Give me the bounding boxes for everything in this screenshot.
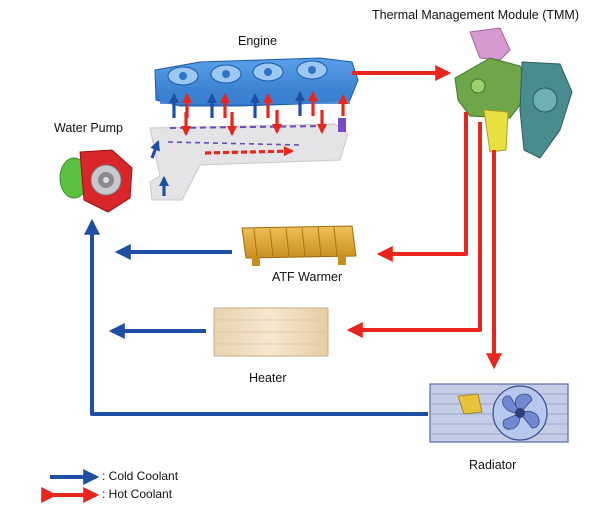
radiator-to-pump-arrow <box>84 218 428 416</box>
atf-warmer-label: ATF Warmer <box>272 270 343 284</box>
tmm-illustration <box>454 27 573 159</box>
atf-warmer-illustration <box>241 225 357 266</box>
engine-internal-flow <box>150 90 349 196</box>
engine-label: Engine <box>238 34 277 48</box>
tmm-label: Thermal Management Module (TMM) <box>372 8 580 22</box>
tmm-to-heater-arrow <box>346 122 482 338</box>
heater-illustration <box>213 307 329 357</box>
radiator-illustration <box>429 383 569 443</box>
legend-cold-label: : Cold Coolant <box>102 469 179 483</box>
tmm-to-atf-arrow <box>376 112 468 262</box>
legend-hot-label: : Hot Coolant <box>102 487 173 501</box>
water-pump-illustration <box>59 149 133 213</box>
heater-label: Heater <box>249 371 287 385</box>
water-pump-label: Water Pump <box>54 121 124 135</box>
radiator-label: Radiator <box>469 458 517 472</box>
engine-illustration <box>149 57 359 201</box>
